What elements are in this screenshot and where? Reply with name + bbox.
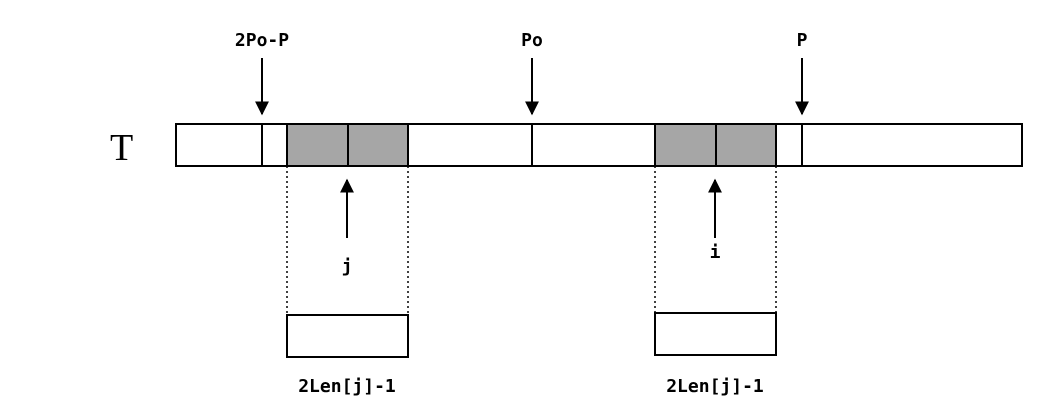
length-box-right [654, 312, 777, 356]
label-i: i [710, 242, 721, 263]
label-po: Po [521, 30, 543, 51]
string-label: T [110, 127, 133, 169]
length-box-left [286, 314, 409, 358]
label-2po-p: 2Po-P [235, 30, 289, 51]
label-p: P [797, 30, 808, 51]
label-length-left: 2Len[j]-1 [298, 376, 396, 397]
label-j: j [342, 256, 353, 277]
label-length-right: 2Len[j]-1 [666, 376, 764, 397]
